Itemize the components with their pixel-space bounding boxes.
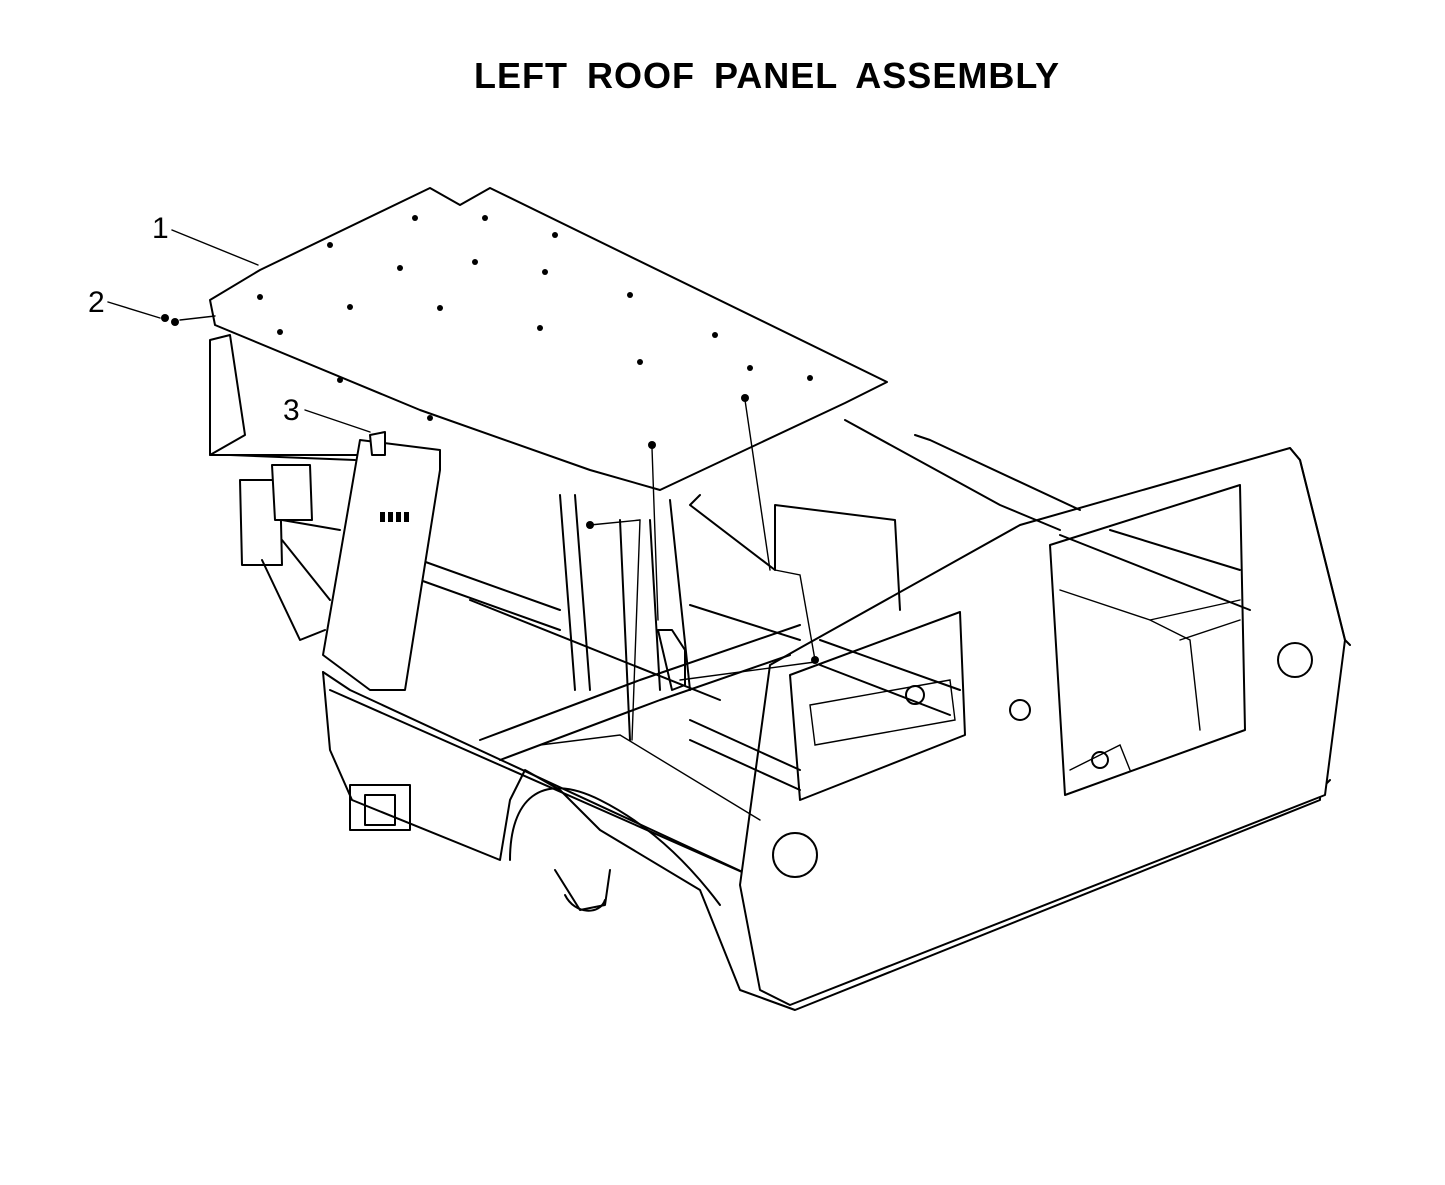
callout-2: 2 — [88, 286, 161, 319]
callout-1: 1 — [152, 212, 259, 266]
callout-3: 3 — [283, 394, 371, 433]
roof-panel — [209, 187, 888, 491]
page-title: LEFT ROOF PANEL ASSEMBLY — [473, 55, 1061, 96]
callout-2-label: 2 — [88, 286, 105, 319]
vehicle-body — [322, 419, 1351, 1011]
roof-holes — [257, 215, 813, 421]
callout-1-label: 1 — [152, 212, 169, 245]
fasteners — [161, 314, 819, 741]
callout-3-label: 3 — [283, 394, 300, 427]
left-rear-panel — [209, 334, 441, 691]
